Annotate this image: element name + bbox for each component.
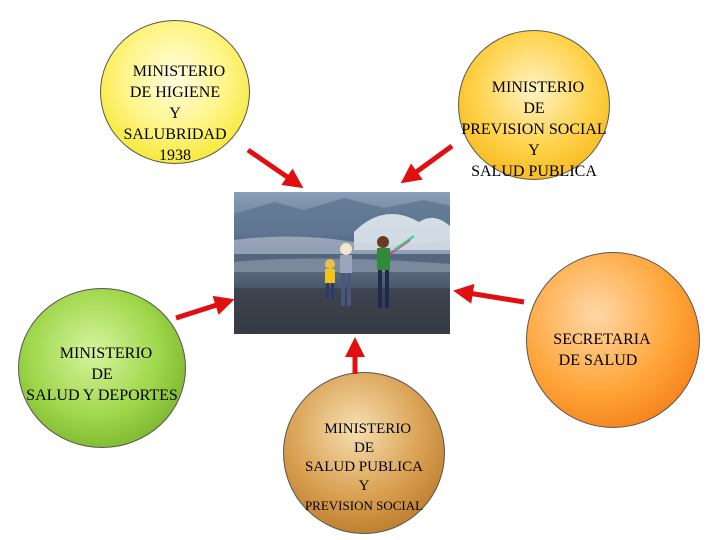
arrow-from-secretaria xyxy=(462,292,524,302)
arrow-from-deportes xyxy=(176,302,226,318)
arrow-from-prevision xyxy=(408,146,452,178)
arrow-from-higiene xyxy=(248,150,296,183)
